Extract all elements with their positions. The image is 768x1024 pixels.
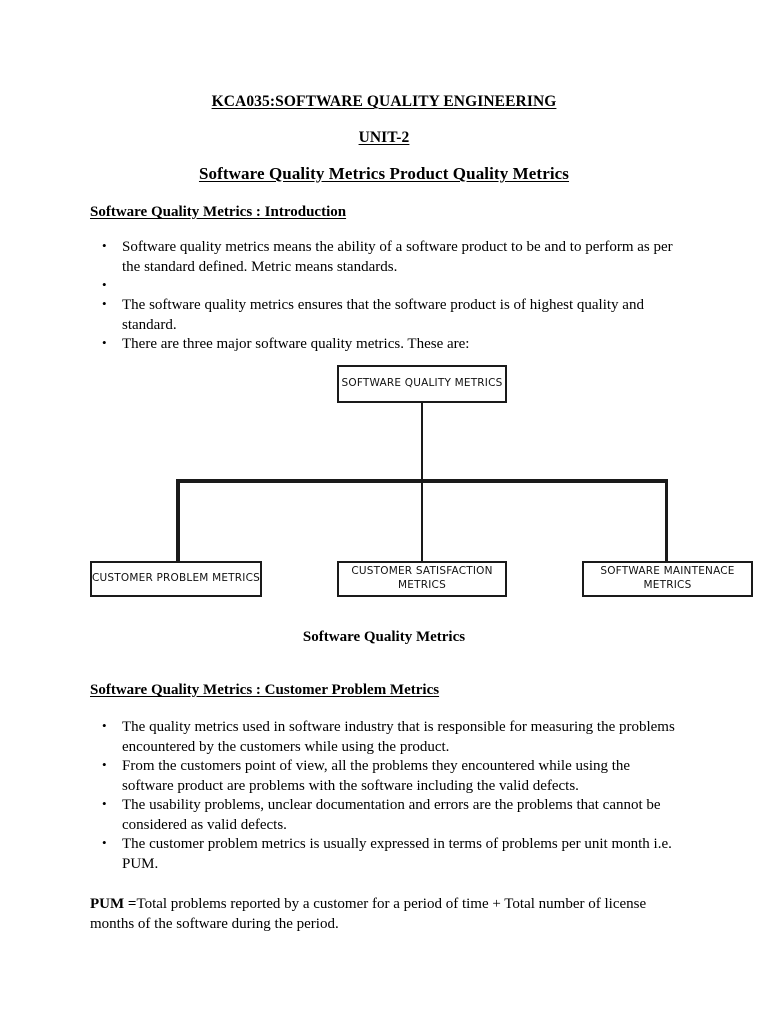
pum-formula-body: Total problems reported by a customer fo… xyxy=(90,896,647,932)
list-item: From the customers point of view, all th… xyxy=(90,757,682,796)
diagram-node-customer-satisfaction-metrics: CUSTOMER SATISFACTION METRICS xyxy=(337,561,507,597)
pum-formula-paragraph: PUM =Total problems reported by a custom… xyxy=(90,895,682,934)
list-item xyxy=(90,277,682,296)
diagram-node-root: SOFTWARE QUALITY METRICS xyxy=(337,365,507,403)
document-title: KCA035:SOFTWARE QUALITY ENGINEERING xyxy=(0,93,768,111)
bullet-list-introduction: Software quality metrics means the abili… xyxy=(90,238,682,355)
diagram-node-software-maintenance-metrics: SOFTWARE MAINTENACE METRICS xyxy=(582,561,753,597)
list-item: The usability problems, unclear document… xyxy=(90,796,682,835)
list-item: The software quality metrics ensures tha… xyxy=(90,296,682,335)
document-title-text: KCA035:SOFTWARE QUALITY ENGINEERING xyxy=(211,93,557,110)
list-item: There are three major software quality m… xyxy=(90,335,682,355)
unit-title-text: UNIT-2 xyxy=(358,129,410,146)
connector-horizontal-bar xyxy=(176,479,668,483)
connector-left-drop xyxy=(176,479,180,561)
connector-right-drop xyxy=(664,479,668,561)
list-item: The customer problem metrics is usually … xyxy=(90,835,682,874)
list-item: Software quality metrics means the abili… xyxy=(90,238,682,277)
section-heading-customer-problem-metrics: Software Quality Metrics : Customer Prob… xyxy=(90,682,440,698)
pum-formula-label: PUM = xyxy=(90,896,137,912)
section-heading-introduction: Software Quality Metrics : Introduction xyxy=(90,204,347,220)
connector-center-stem xyxy=(421,403,423,561)
topic-title-text: Software Quality Metrics Product Quality… xyxy=(198,164,570,183)
list-item: The quality metrics used in software ind… xyxy=(90,718,682,757)
figure-caption: Software Quality Metrics xyxy=(302,629,466,645)
bullet-list-customer-problem-metrics: The quality metrics used in software ind… xyxy=(90,718,682,874)
diagram-node-customer-problem-metrics: CUSTOMER PROBLEM METRICS xyxy=(90,561,262,597)
topic-title: Software Quality Metrics Product Quality… xyxy=(0,164,768,184)
unit-title: UNIT-2 xyxy=(0,129,768,147)
